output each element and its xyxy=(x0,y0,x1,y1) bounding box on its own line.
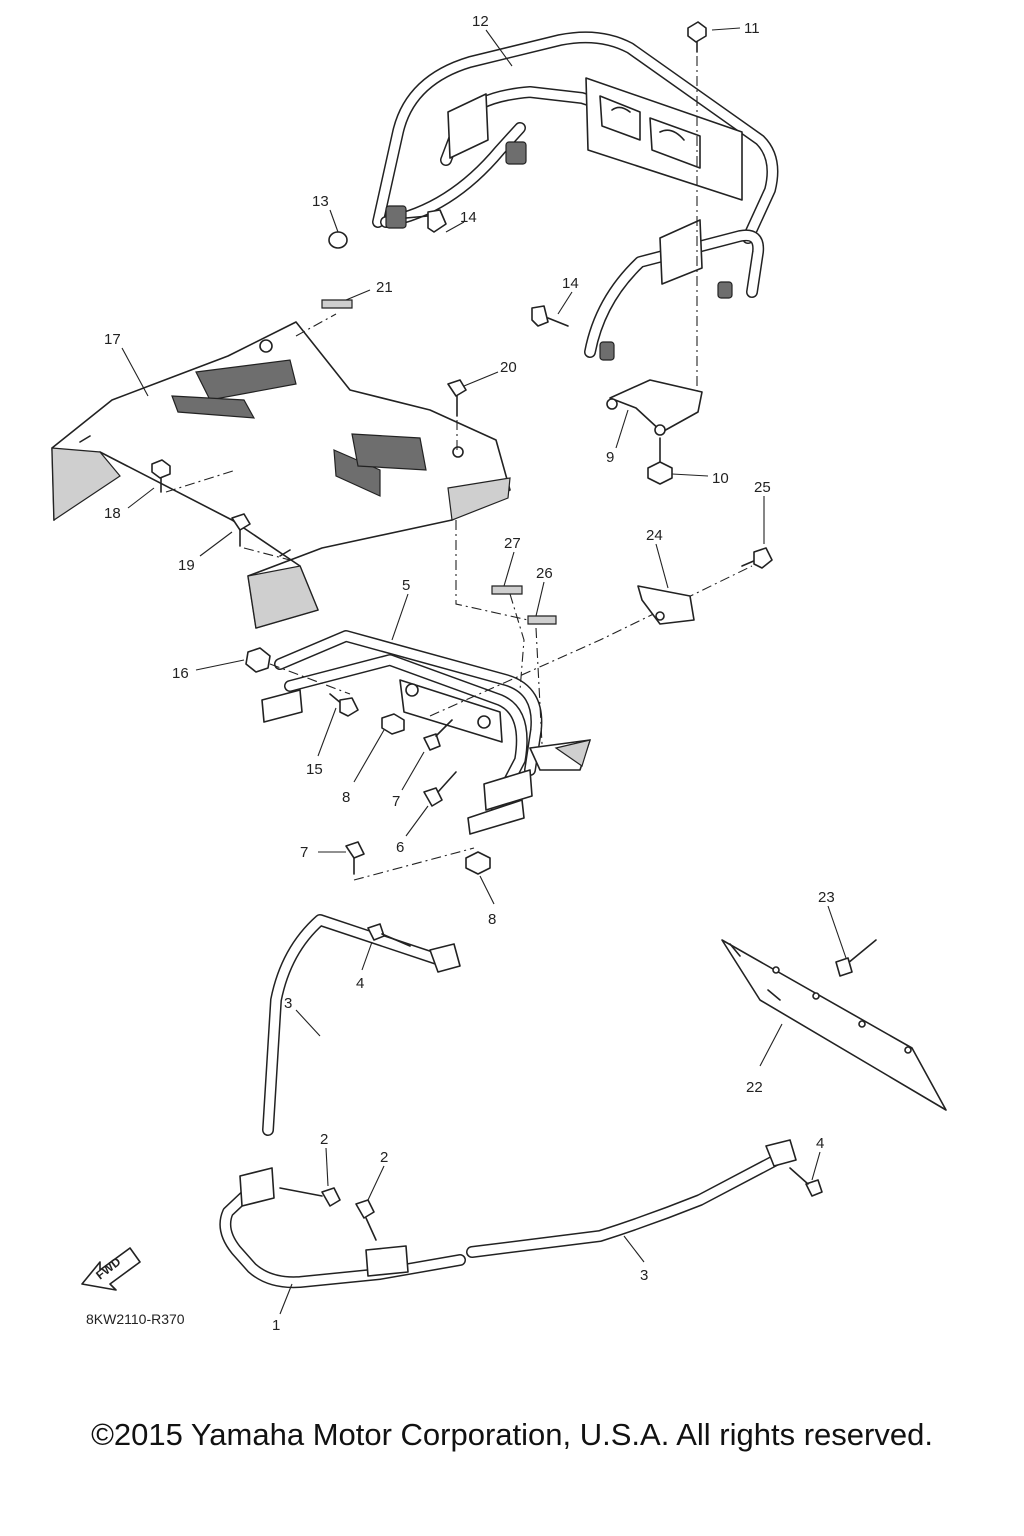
callout-26: 26 xyxy=(536,565,553,582)
callout-27: 27 xyxy=(504,535,521,552)
callout-2-right: 2 xyxy=(380,1149,388,1166)
callout-22: 22 xyxy=(746,1079,763,1096)
bracket-24 xyxy=(637,585,695,625)
callout-8-lower: 8 xyxy=(488,911,496,928)
bracket-9 xyxy=(606,379,703,436)
callout-13: 13 xyxy=(312,193,329,210)
bolt-20 xyxy=(447,379,467,417)
callout-16: 16 xyxy=(172,665,189,682)
callout-15: 15 xyxy=(306,761,323,778)
callout-20: 20 xyxy=(500,359,517,376)
nut-8-upper xyxy=(381,713,405,735)
bolt-14-upper xyxy=(405,209,447,233)
callout-14-lower: 14 xyxy=(562,275,579,292)
bolt-2-left xyxy=(279,1187,341,1207)
forward-arrow-icon: FWD xyxy=(81,1247,141,1291)
bolt-18 xyxy=(151,459,171,493)
label-26 xyxy=(527,615,557,625)
callout-8-upper: 8 xyxy=(342,789,350,806)
callout-7-lower: 7 xyxy=(300,844,308,861)
callout-18: 18 xyxy=(104,505,121,522)
callout-numbers: 12 11 13 14 14 21 17 20 9 10 18 19 25 24… xyxy=(104,13,835,1334)
label-21 xyxy=(321,299,353,309)
callout-4-lower: 4 xyxy=(816,1135,824,1152)
bolt-6 xyxy=(423,771,457,807)
callout-11: 11 xyxy=(744,20,760,37)
bolt-7-upper xyxy=(423,719,453,751)
callout-4-upper: 4 xyxy=(356,975,364,992)
bolt-11 xyxy=(687,21,707,53)
tube-3-upper xyxy=(262,914,461,1136)
callout-14-upper: 14 xyxy=(460,209,477,226)
callout-12: 12 xyxy=(472,13,489,30)
callout-17: 17 xyxy=(104,331,121,348)
bolt-25 xyxy=(741,547,773,569)
callout-19: 19 xyxy=(178,557,195,574)
callout-10: 10 xyxy=(712,470,729,487)
rivet-23 xyxy=(835,939,877,977)
bolt-4-lower xyxy=(789,1167,823,1197)
copyright-notice: ©2015 Yamaha Motor Corporation, U.S.A. A… xyxy=(91,1417,933,1452)
callout-3-upper: 3 xyxy=(284,995,292,1012)
mud-flap-22 xyxy=(721,939,947,1111)
callout-25: 25 xyxy=(754,479,771,496)
bolt-2-right xyxy=(355,1199,377,1241)
callout-9: 9 xyxy=(606,449,614,466)
callout-1: 1 xyxy=(272,1317,280,1334)
callout-6: 6 xyxy=(396,839,404,856)
nut-8-lower xyxy=(465,851,491,875)
leader-lines xyxy=(121,27,847,1315)
bolt-7-lower xyxy=(345,841,365,875)
nut-10 xyxy=(647,437,673,485)
bolt-19 xyxy=(231,513,251,547)
rear-fender xyxy=(51,321,511,629)
callout-3-lower: 3 xyxy=(640,1267,648,1284)
label-27 xyxy=(491,585,523,595)
bolt-15 xyxy=(329,693,359,717)
bolt-4-upper xyxy=(367,923,411,947)
rear-rack-frame xyxy=(372,31,779,361)
callout-2-left: 2 xyxy=(320,1131,328,1148)
tube-3-lower xyxy=(466,1139,797,1258)
guard-bar-1 xyxy=(219,1167,466,1289)
callout-23: 23 xyxy=(818,889,835,906)
callout-5: 5 xyxy=(402,577,410,594)
callout-21: 21 xyxy=(376,279,393,296)
drawing-code: 8KW2110-R370 xyxy=(86,1311,185,1327)
callout-7-upper: 7 xyxy=(392,793,400,810)
cap-13 xyxy=(328,231,348,249)
lower-frame xyxy=(261,630,591,835)
bolt-14-lower xyxy=(531,305,569,327)
callout-24: 24 xyxy=(646,527,663,544)
nut-16 xyxy=(245,647,271,673)
